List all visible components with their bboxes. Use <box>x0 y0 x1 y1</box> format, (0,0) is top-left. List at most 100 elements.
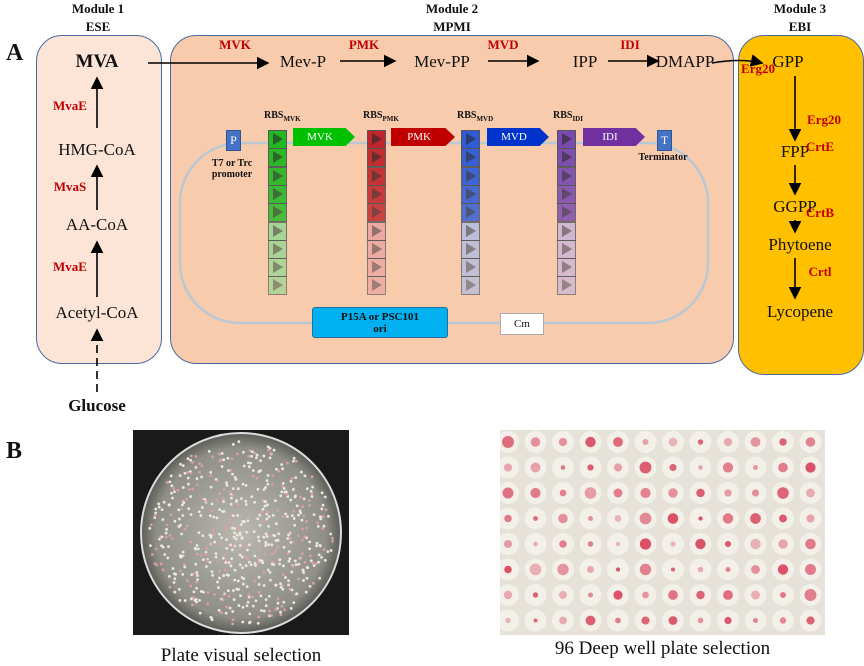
rbs-variant-block <box>367 184 386 204</box>
colony <box>244 503 248 506</box>
colony <box>225 483 229 487</box>
colony <box>236 579 240 583</box>
well-pigment <box>751 489 760 497</box>
colony <box>229 514 233 518</box>
enzyme-erg20: Erg20 <box>807 112 841 127</box>
well <box>607 533 629 555</box>
colony <box>164 531 168 535</box>
colony <box>305 520 308 523</box>
colony <box>227 521 231 525</box>
well-pigment <box>613 463 623 472</box>
colony <box>165 523 169 527</box>
well-pigment <box>670 541 676 547</box>
colony <box>246 600 250 604</box>
colony <box>302 579 305 582</box>
colony <box>231 472 234 476</box>
well-pigment <box>559 540 567 548</box>
colony <box>210 618 214 622</box>
well-pigment <box>559 489 567 497</box>
colony <box>247 560 251 564</box>
rbs-variant-block <box>367 148 386 168</box>
colony <box>201 534 205 538</box>
colony <box>220 452 224 455</box>
colony <box>221 598 225 602</box>
colony <box>273 499 277 503</box>
colony <box>230 548 234 552</box>
colony <box>192 572 196 575</box>
colony <box>185 579 189 583</box>
colony <box>179 462 182 466</box>
colony <box>260 609 263 612</box>
well-pigment <box>670 567 676 572</box>
colony <box>264 486 267 489</box>
colony <box>265 535 269 538</box>
colony <box>253 563 257 567</box>
well-pigment <box>642 591 649 599</box>
colony <box>298 557 301 561</box>
colony <box>312 513 316 517</box>
colony <box>262 570 266 574</box>
colony <box>168 480 172 484</box>
colony <box>268 609 272 613</box>
well-pigment <box>615 567 621 572</box>
colony <box>271 513 275 517</box>
well <box>717 482 739 504</box>
module-title: Module 1 <box>71 1 125 16</box>
well-pigment <box>639 461 652 474</box>
colony <box>210 509 214 512</box>
colony <box>247 593 251 597</box>
rbs-variant-block <box>557 203 576 223</box>
colony <box>195 574 199 577</box>
colony <box>194 562 198 566</box>
colony <box>286 552 290 555</box>
colony <box>229 543 233 547</box>
colony <box>170 537 174 540</box>
colony <box>301 527 304 531</box>
colony <box>240 536 244 540</box>
well-pigment <box>752 617 759 624</box>
colony <box>233 531 236 535</box>
colony <box>266 503 269 507</box>
colony <box>210 542 214 546</box>
well-pigment <box>503 539 513 549</box>
colony <box>299 511 303 515</box>
colony <box>262 535 266 539</box>
well-pigment <box>584 487 597 499</box>
promoter-box: P <box>226 130 241 151</box>
colony <box>177 508 181 512</box>
triangle-icon <box>466 242 476 255</box>
well-pigment <box>529 563 542 576</box>
well-pigment <box>750 513 761 524</box>
well-pigment <box>530 437 541 447</box>
deep-well-plate-photo <box>500 430 825 635</box>
colony <box>305 487 309 491</box>
colony <box>233 527 237 530</box>
rbs-prefix: RBS <box>363 110 383 121</box>
colony <box>221 497 225 501</box>
colony <box>276 538 280 542</box>
colony <box>182 563 186 566</box>
colony <box>191 460 194 464</box>
triangle-icon <box>562 169 572 182</box>
triangle-icon <box>372 261 382 274</box>
colony <box>284 576 287 579</box>
colony <box>259 547 263 551</box>
well <box>607 456 629 479</box>
colony <box>303 535 307 539</box>
colony <box>227 469 230 472</box>
colony <box>195 600 198 604</box>
colony <box>218 569 221 573</box>
well-pigment <box>558 437 568 447</box>
colony <box>185 498 188 501</box>
well-pigment <box>750 538 761 550</box>
well-pigment <box>533 618 538 623</box>
module2-box <box>170 35 734 364</box>
colony <box>272 448 276 452</box>
well-pigment <box>750 437 761 447</box>
colony <box>323 495 327 499</box>
colony <box>294 563 298 567</box>
colony <box>222 458 226 462</box>
rbs-variant-block <box>268 221 287 241</box>
well <box>500 456 519 479</box>
colony <box>259 459 262 463</box>
